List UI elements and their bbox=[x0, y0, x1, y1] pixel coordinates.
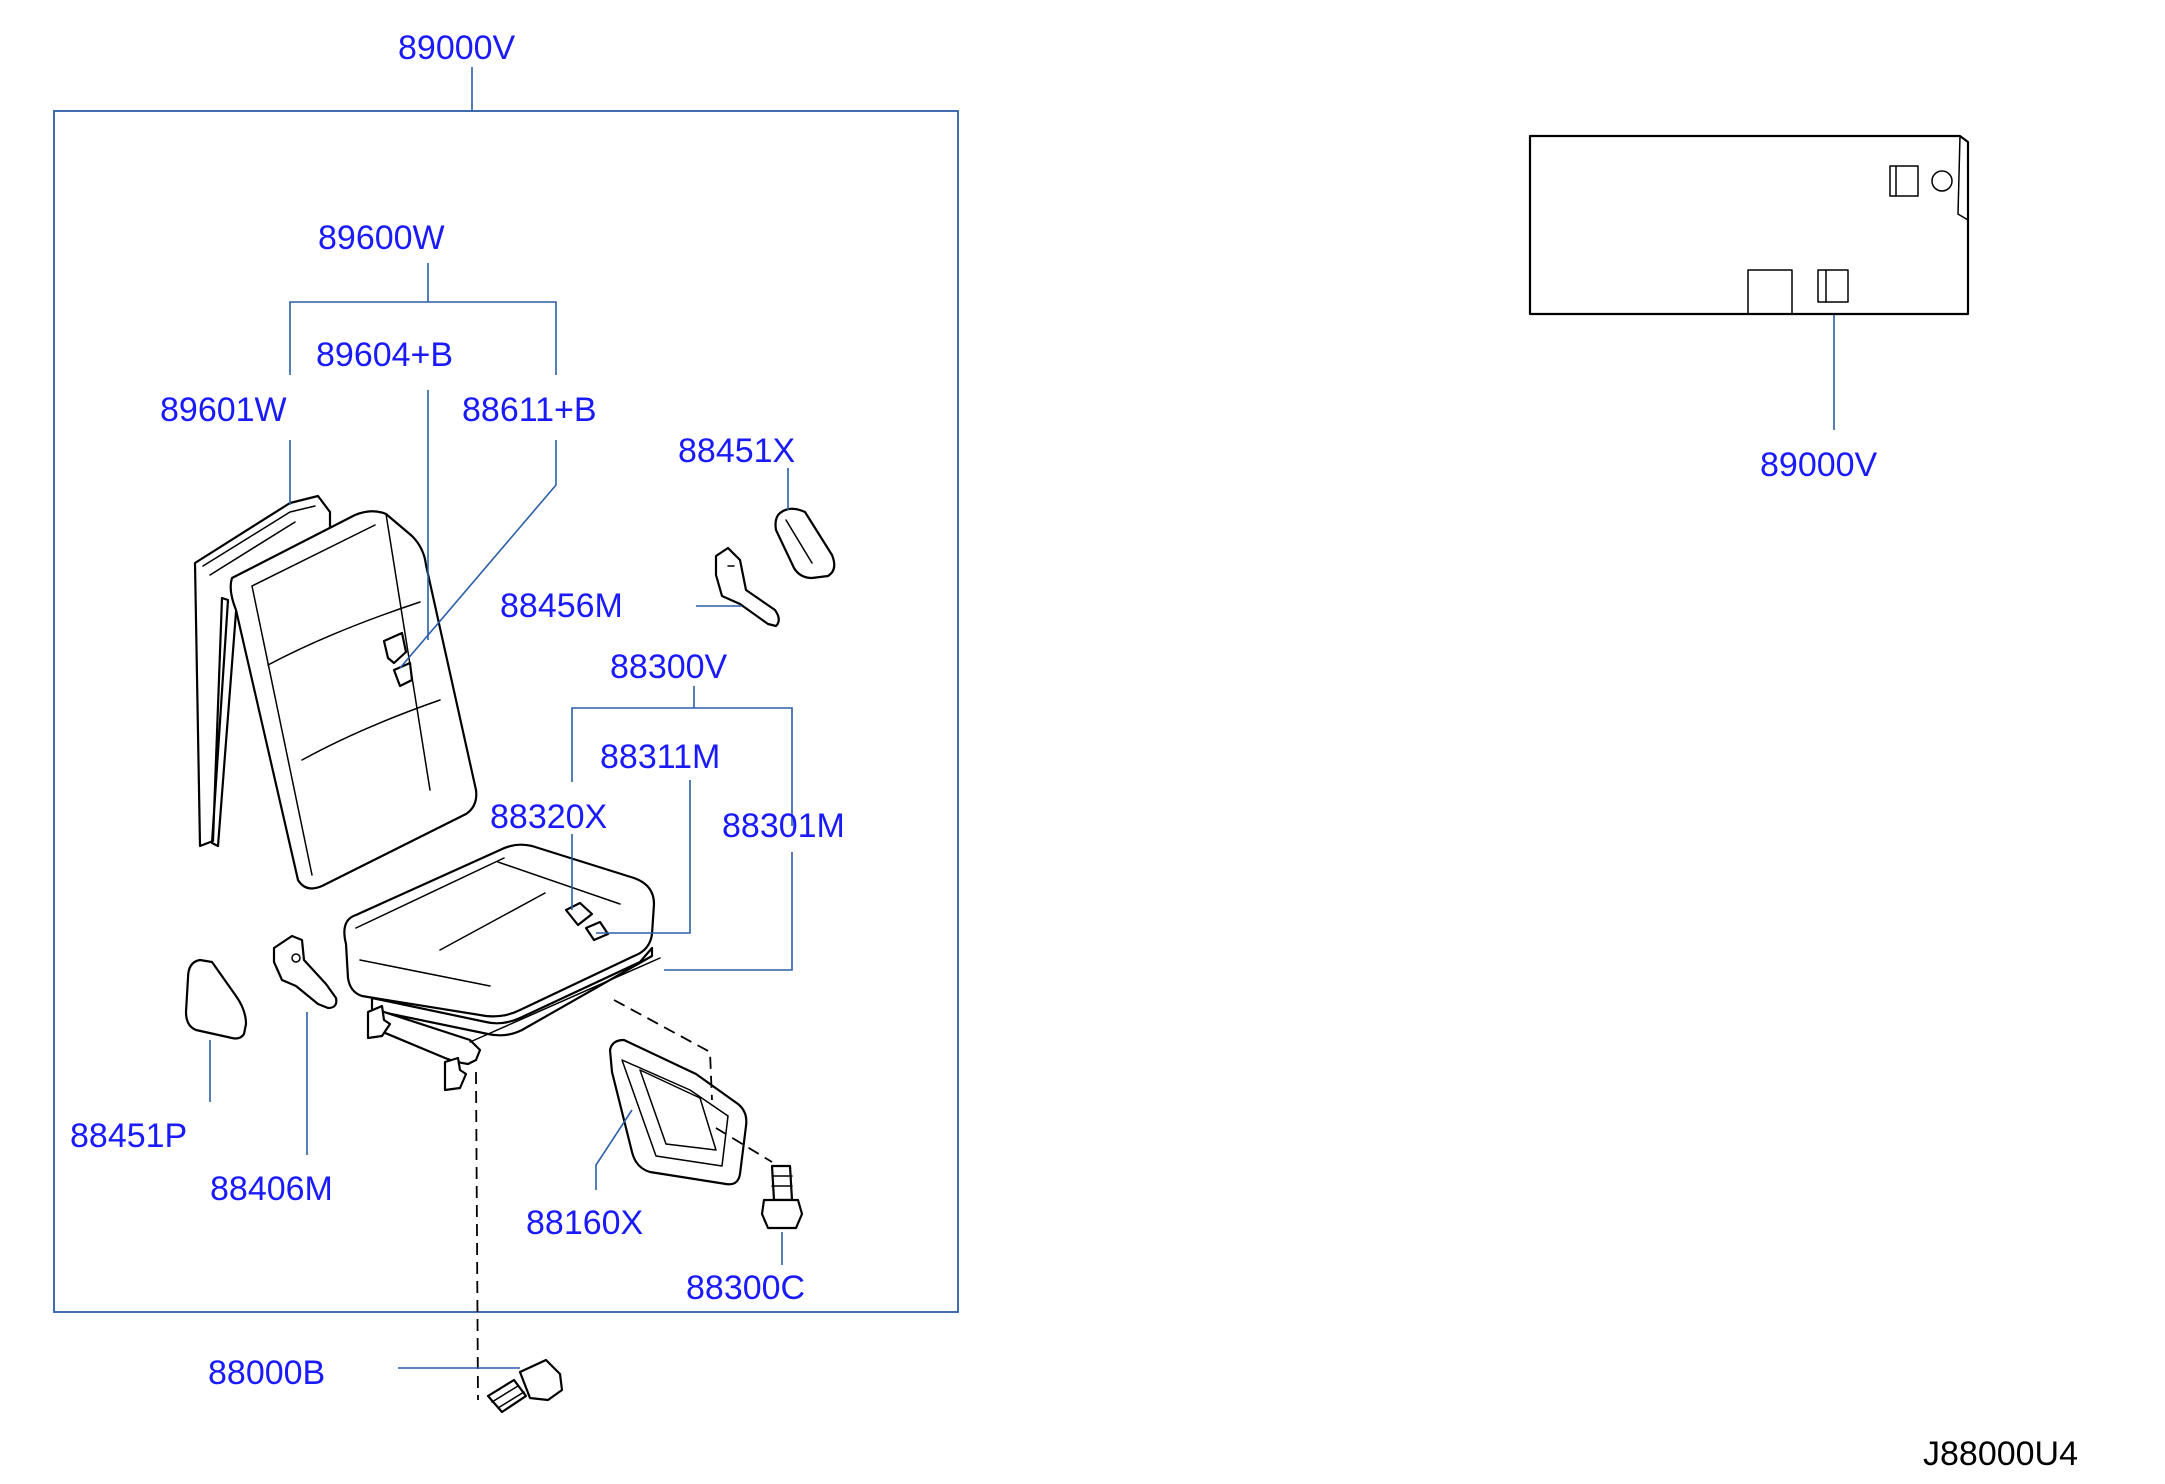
label-cushion-frame: 88301M bbox=[722, 807, 845, 845]
label-seat-cushion: 88300V bbox=[610, 648, 728, 686]
bolt-mount-drawing bbox=[486, 1358, 564, 1414]
label-back-cover-part: 89604+B bbox=[316, 336, 453, 374]
label-cushion-trim: 88311M bbox=[600, 738, 720, 776]
label-cushion-cover: 88320X bbox=[490, 798, 607, 836]
label-back-frame: 89601W bbox=[160, 391, 287, 429]
label-assembly-ref: 89000V bbox=[1760, 446, 1878, 484]
label-bolt-mount: 88000B bbox=[208, 1354, 325, 1392]
bolt-small-drawing bbox=[760, 1164, 804, 1230]
seat-illustration bbox=[184, 494, 836, 1414]
label-bolt-small: 88300C bbox=[686, 1269, 805, 1307]
seat-cushion-drawing bbox=[343, 843, 661, 1092]
label-back-trim: 88611+B bbox=[462, 391, 597, 429]
leader-lines bbox=[209, 67, 1835, 1369]
hinge-right-drawing bbox=[714, 546, 780, 628]
label-bracket: 88160X bbox=[526, 1204, 643, 1242]
label-hinge-right: 88456M bbox=[500, 587, 623, 625]
seat-back-drawing bbox=[229, 510, 478, 890]
side-cover-right-drawing bbox=[774, 507, 836, 580]
label-seat-back: 89600W bbox=[318, 219, 445, 257]
label-assembly-main: 89000V bbox=[398, 29, 516, 67]
part-labels: 89000V 89600W 89604+B 89601W 88611+B 884… bbox=[70, 29, 2078, 1473]
hinge-left-drawing bbox=[272, 934, 338, 1010]
seat-back-frame-drawing bbox=[193, 494, 332, 848]
side-cover-left-drawing bbox=[184, 958, 248, 1040]
reference-panel bbox=[1528, 134, 1970, 316]
label-hinge-left: 88406M bbox=[210, 1170, 333, 1208]
label-side-cover-upper-right: 88451X bbox=[678, 432, 795, 470]
label-side-cover-left: 88451P bbox=[70, 1117, 187, 1155]
drawing-code: J88000U4 bbox=[1923, 1435, 2078, 1473]
bracket-drawing bbox=[608, 1038, 748, 1186]
assembly-frame bbox=[53, 110, 959, 1313]
